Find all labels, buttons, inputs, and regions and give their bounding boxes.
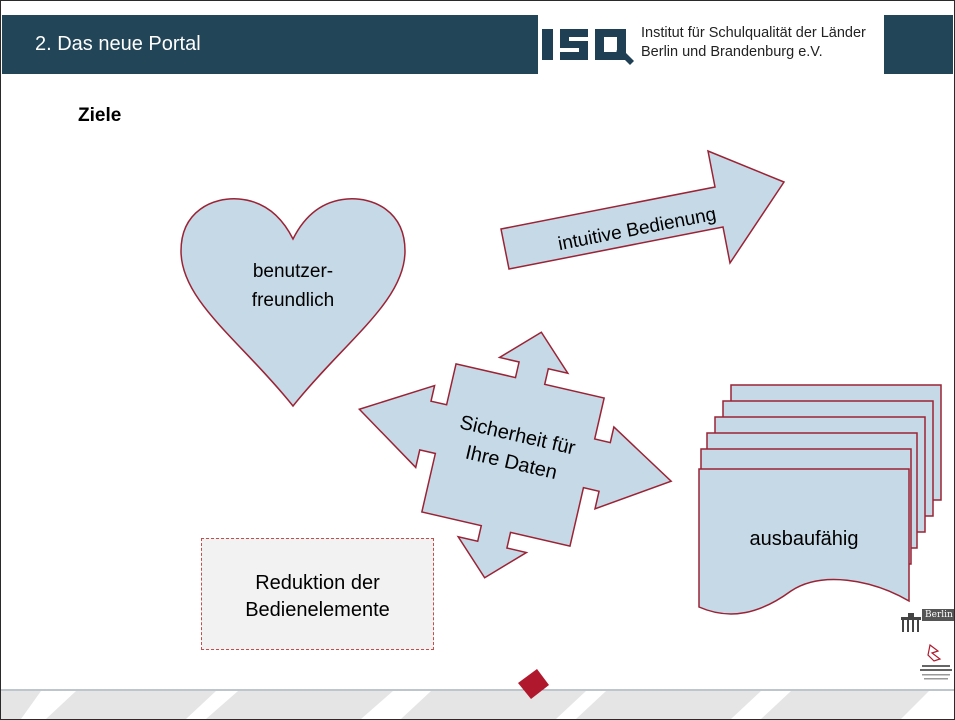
- isq-logo-mark: [542, 29, 634, 65]
- brandenburg-logo-icon: [920, 643, 952, 680]
- section-heading: Ziele: [78, 105, 122, 126]
- berlin-label: Berlin: [922, 609, 954, 621]
- slide-title: 2. Das neue Portal: [35, 33, 201, 55]
- documents-text: ausbaufähig: [750, 528, 859, 550]
- heart-shape: [180, 198, 406, 408]
- heart-text-line2: freundlich: [252, 290, 334, 311]
- cross-shape: [357, 331, 673, 579]
- isq-logo: Institut für Schulqualität der Länder Be…: [538, 15, 884, 74]
- berlin-logo-icon: [901, 613, 921, 632]
- reduktion-box: [201, 538, 434, 650]
- logo-line-1: Institut für Schulqualität der Länder: [641, 25, 866, 41]
- red-accent: [518, 669, 549, 699]
- heart-text-line1: benutzer-: [253, 261, 333, 282]
- logo-line-2: Berlin und Brandenburg e.V.: [641, 44, 823, 60]
- arrow-shape: [500, 149, 786, 270]
- bottom-stripes: [1, 691, 929, 719]
- reduktion-text: Reduktion der Bedienelemente: [201, 570, 434, 624]
- reduktion-text-line2: Bedienelemente: [245, 599, 390, 621]
- document-stack: [698, 384, 942, 615]
- reduktion-text-line1: Reduktion der: [255, 572, 380, 594]
